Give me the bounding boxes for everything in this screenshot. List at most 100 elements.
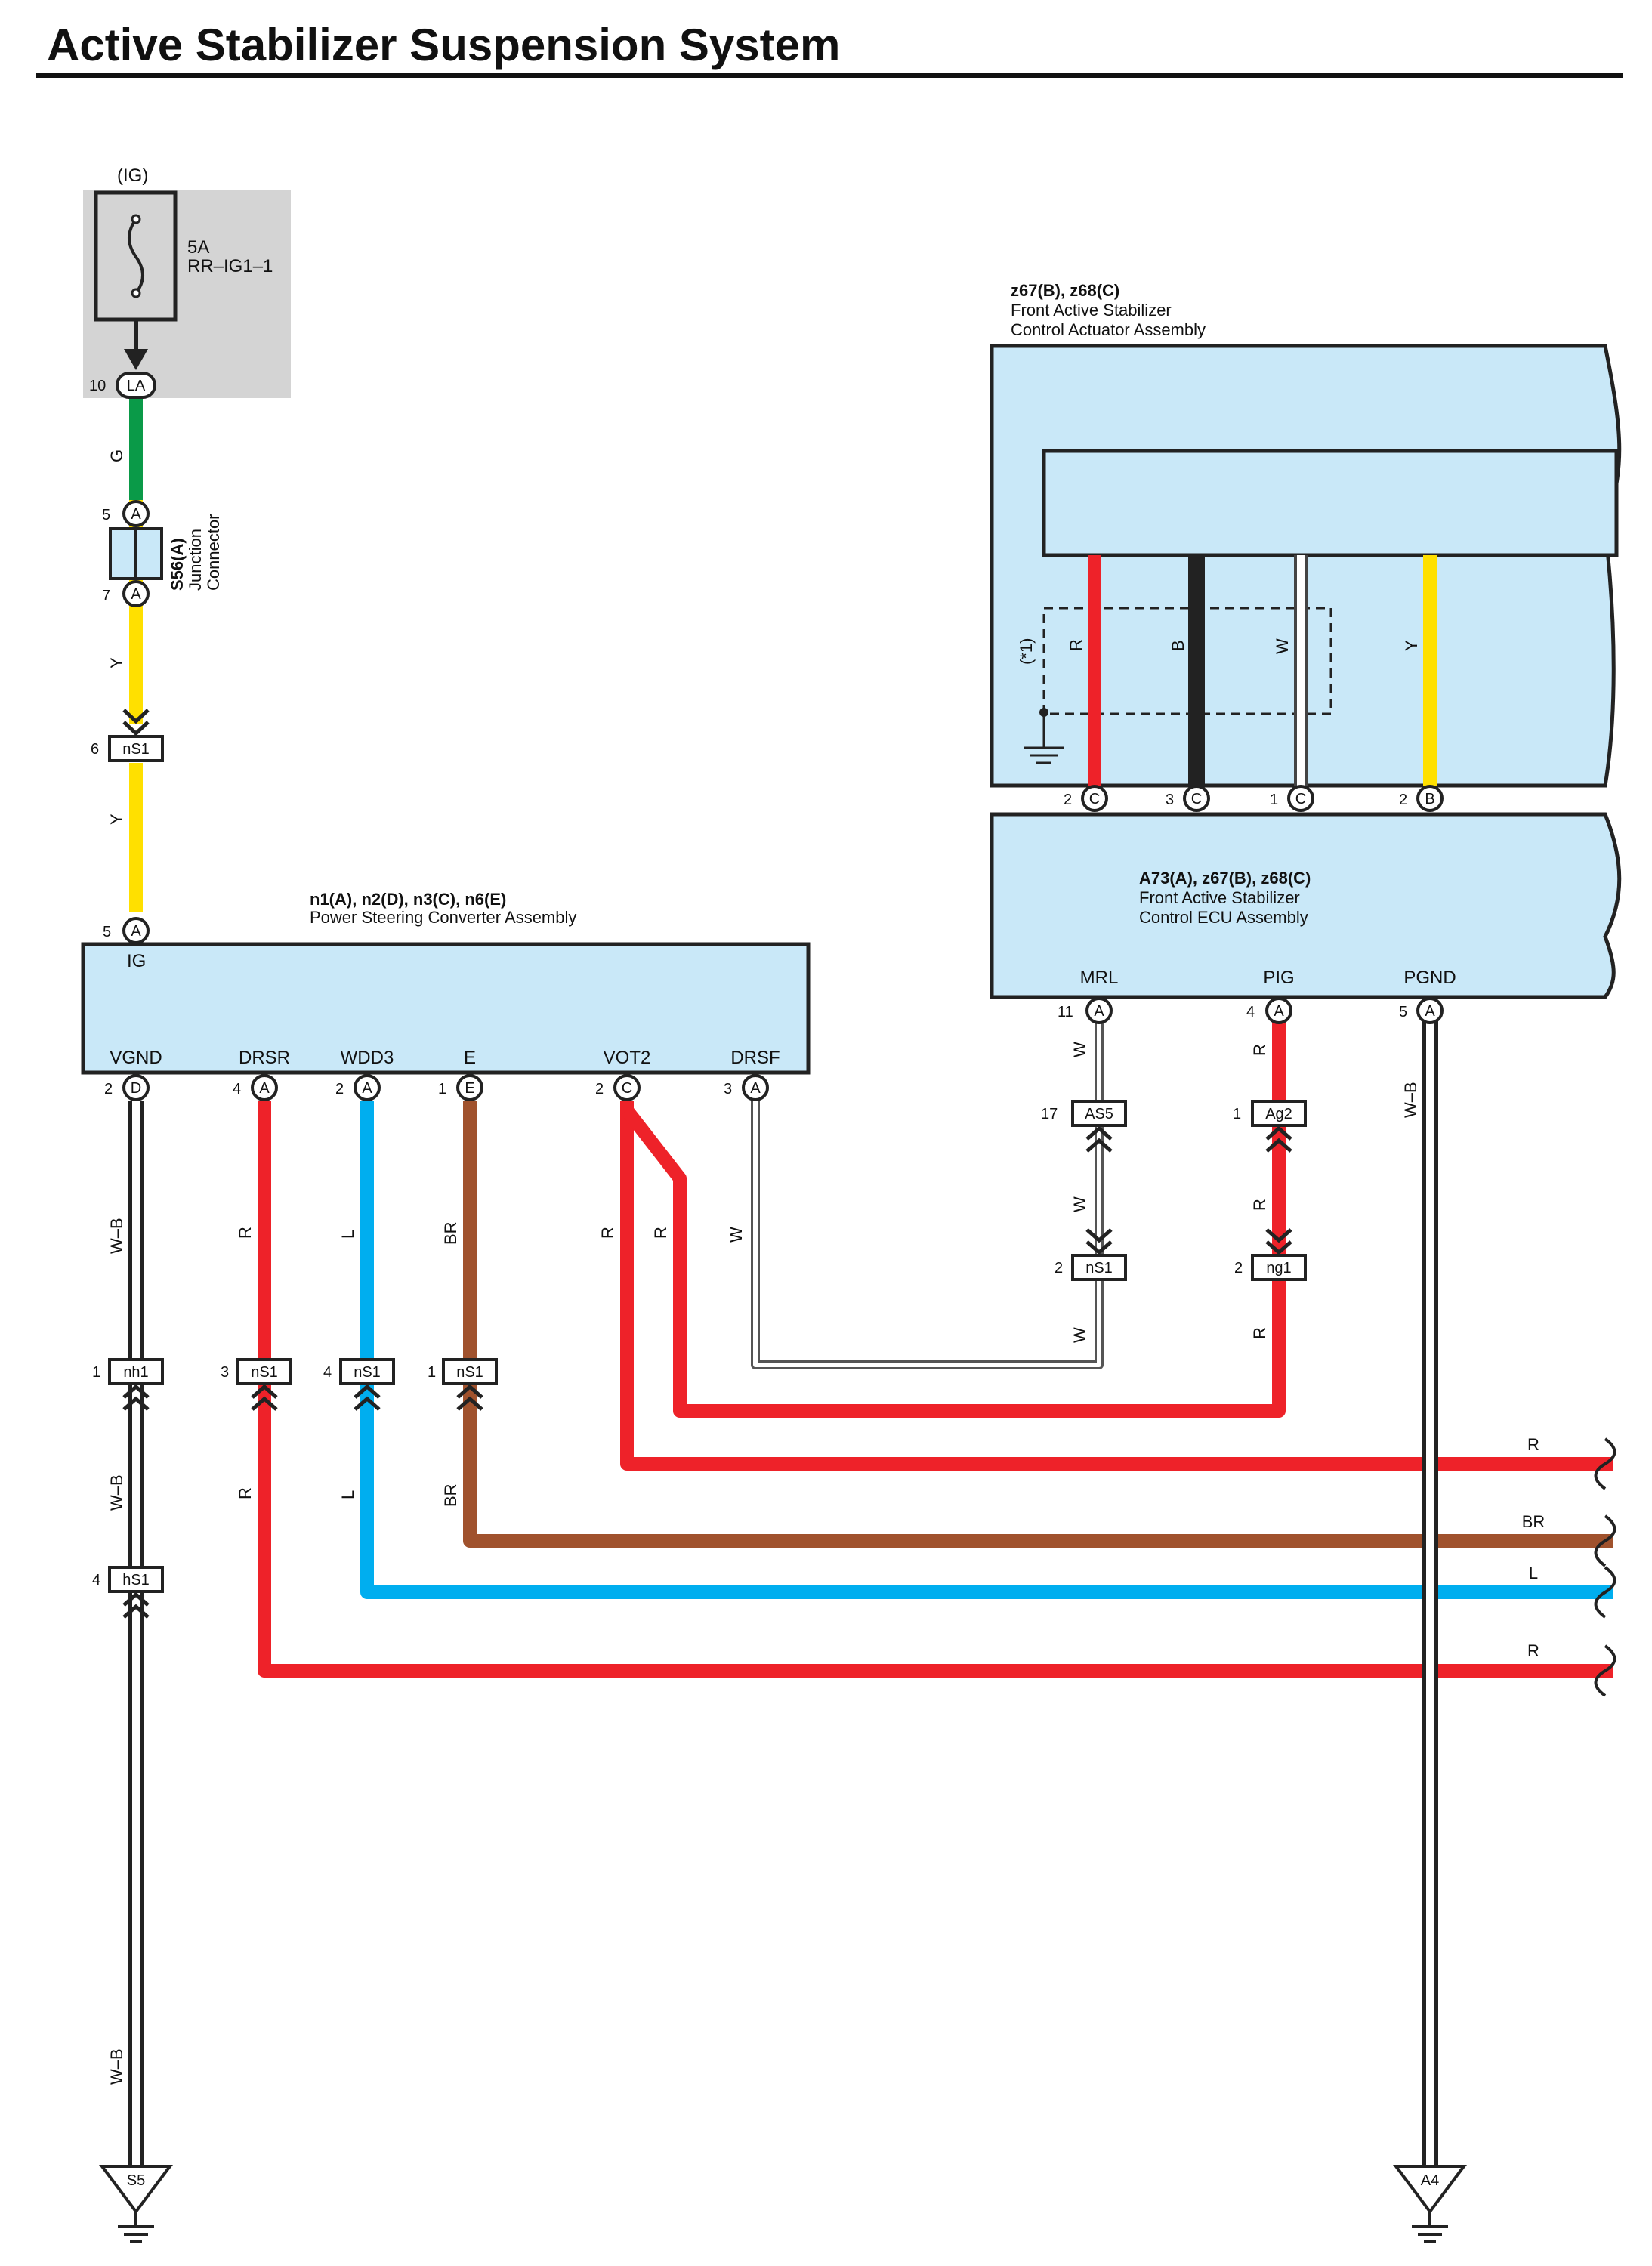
- ground-a4-icon: [1393, 2165, 1467, 2215]
- connector-nh1: nh1 1: [92, 1358, 164, 1411]
- ns1-top-pin: 6: [91, 741, 99, 758]
- psc-ig-conn: A: [131, 923, 141, 940]
- wire-br-e: [463, 1101, 1613, 1548]
- wire-r-drsr: [258, 1101, 1613, 1678]
- svg-text:nS1: nS1: [456, 1364, 483, 1381]
- connector-ng1: ng1 2: [1234, 1228, 1307, 1281]
- svg-text:W–B: W–B: [107, 1218, 126, 1254]
- svg-text:4: 4: [323, 1364, 332, 1381]
- ecu-body: [990, 812, 1622, 999]
- svg-text:1: 1: [438, 1081, 446, 1097]
- svg-text:A: A: [1094, 1003, 1104, 1020]
- svg-text:2: 2: [1055, 1260, 1063, 1277]
- svg-text:R: R: [1067, 639, 1085, 651]
- psc-terminal-drsf: DRSF A 3: [724, 1048, 780, 1101]
- svg-text:PIG: PIG: [1263, 968, 1294, 988]
- wire-l-wdd3: [360, 1101, 1613, 1599]
- svg-text:R: R: [1250, 1199, 1269, 1211]
- svg-text:3: 3: [1166, 792, 1174, 808]
- svg-text:Ag2: Ag2: [1265, 1106, 1292, 1122]
- connector-ns1-e: nS1 1: [428, 1358, 498, 1411]
- svg-text:R: R: [236, 1227, 255, 1239]
- svg-text:nS1: nS1: [1085, 1260, 1113, 1277]
- svg-text:PGND: PGND: [1403, 968, 1456, 988]
- svg-text:A4: A4: [1421, 2172, 1439, 2189]
- psc-terminal-vot2: VOT2 C 2: [595, 1048, 651, 1101]
- svg-text:VOT2: VOT2: [604, 1048, 651, 1068]
- svg-text:1: 1: [1233, 1106, 1241, 1122]
- actuator-line1: Front Active Stabilizer: [1011, 301, 1172, 320]
- fuse-arrow-icon: [124, 349, 148, 370]
- svg-text:DRSR: DRSR: [239, 1048, 290, 1068]
- fuse-rating: 5A: [187, 237, 209, 258]
- svg-text:BR: BR: [1522, 1512, 1545, 1531]
- svg-text:2: 2: [595, 1081, 604, 1097]
- svg-text:2: 2: [335, 1081, 344, 1097]
- junction-name: S56(A): [168, 538, 187, 591]
- wire-r-vot2-pig: [621, 1016, 1286, 1418]
- svg-text:R: R: [651, 1227, 670, 1239]
- wire-w-drsf: [753, 1016, 1101, 1367]
- svg-text:nS1: nS1: [354, 1364, 381, 1381]
- connector-ns1-drsr: nS1 3: [221, 1358, 292, 1411]
- svg-text:1: 1: [1270, 792, 1278, 808]
- svg-text:C: C: [1295, 791, 1306, 807]
- actuator-line2: Control Actuator Assembly: [1011, 320, 1206, 339]
- psc-subtitle: Power Steering Converter Assembly: [310, 908, 576, 927]
- ecu-terminal-pgnd: PGND A 5: [1399, 968, 1456, 1024]
- connector-ns1-wdd3: nS1 4: [323, 1358, 395, 1411]
- svg-text:L: L: [338, 1490, 357, 1499]
- fuse-pin: 10: [89, 378, 106, 394]
- ecu-terminal-mrl: MRL A 11: [1058, 968, 1119, 1024]
- ecu-line1: Front Active Stabilizer: [1139, 888, 1300, 907]
- actuator-title: z67(B), z68(C): [1011, 281, 1119, 300]
- wire-r-vot2-out: [620, 1101, 1613, 1471]
- svg-text:nS1: nS1: [251, 1364, 278, 1381]
- junction-desc1: Junction: [186, 529, 205, 591]
- svg-text:11: 11: [1058, 1004, 1073, 1020]
- svg-text:W: W: [1070, 1042, 1089, 1057]
- svg-text:B: B: [1425, 791, 1434, 807]
- svg-text:1: 1: [428, 1364, 436, 1381]
- wire-label-g: G: [107, 449, 126, 462]
- svg-text:1: 1: [92, 1364, 100, 1381]
- svg-text:L: L: [1529, 1564, 1538, 1582]
- svg-text:4: 4: [233, 1081, 241, 1097]
- svg-text:R: R: [1527, 1641, 1539, 1660]
- svg-text:4: 4: [1246, 1004, 1255, 1020]
- psc-ig-pin: 5: [103, 924, 111, 940]
- ecu-assembly: A73(A), z67(B), z68(C) Front Active Stab…: [990, 812, 1622, 1024]
- svg-text:Y: Y: [1402, 640, 1421, 651]
- page-title: Active Stabilizer Suspension System: [47, 20, 840, 70]
- svg-text:MRL: MRL: [1080, 968, 1119, 988]
- svg-text:W–B: W–B: [1401, 1082, 1420, 1118]
- svg-text:2: 2: [1234, 1260, 1243, 1277]
- svg-text:W: W: [1070, 1327, 1089, 1343]
- ground-s5: S5: [99, 2165, 173, 2243]
- actuator-note: (*1): [1017, 638, 1036, 665]
- junction-top-pin: 5: [102, 507, 110, 523]
- ground-a4: A4: [1393, 2165, 1467, 2243]
- ns1-top-label: nS1: [122, 741, 150, 758]
- actuator-inner: [1042, 449, 1619, 557]
- svg-text:3: 3: [221, 1364, 229, 1381]
- junction-bot-conn: A: [131, 586, 141, 603]
- connector-ns1-mrl: nS1 2: [1055, 1228, 1127, 1281]
- svg-text:WDD3: WDD3: [341, 1048, 394, 1068]
- junction-desc2: Connector: [204, 514, 223, 591]
- svg-text:AS5: AS5: [1085, 1106, 1113, 1122]
- ground-s5-icon: [99, 2165, 173, 2215]
- fuse-ig-label: (IG): [117, 165, 148, 186]
- svg-text:W–B: W–B: [107, 2048, 126, 2085]
- wire-label-y2: Y: [107, 813, 126, 825]
- svg-text:DRSF: DRSF: [730, 1048, 780, 1068]
- svg-text:W: W: [1273, 638, 1292, 654]
- svg-text:hS1: hS1: [122, 1572, 150, 1588]
- fuse-icon: [128, 218, 144, 295]
- svg-text:S5: S5: [127, 2172, 145, 2189]
- svg-text:C: C: [622, 1080, 632, 1097]
- power-steering-converter: n1(A), n2(D), n3(C), n6(E) Power Steerin…: [81, 890, 811, 1101]
- actuator-assembly: z67(B), z68(C) Front Active Stabilizer C…: [990, 281, 1622, 841]
- psc-terminal-wdd3: WDD3 A 2: [335, 1048, 394, 1101]
